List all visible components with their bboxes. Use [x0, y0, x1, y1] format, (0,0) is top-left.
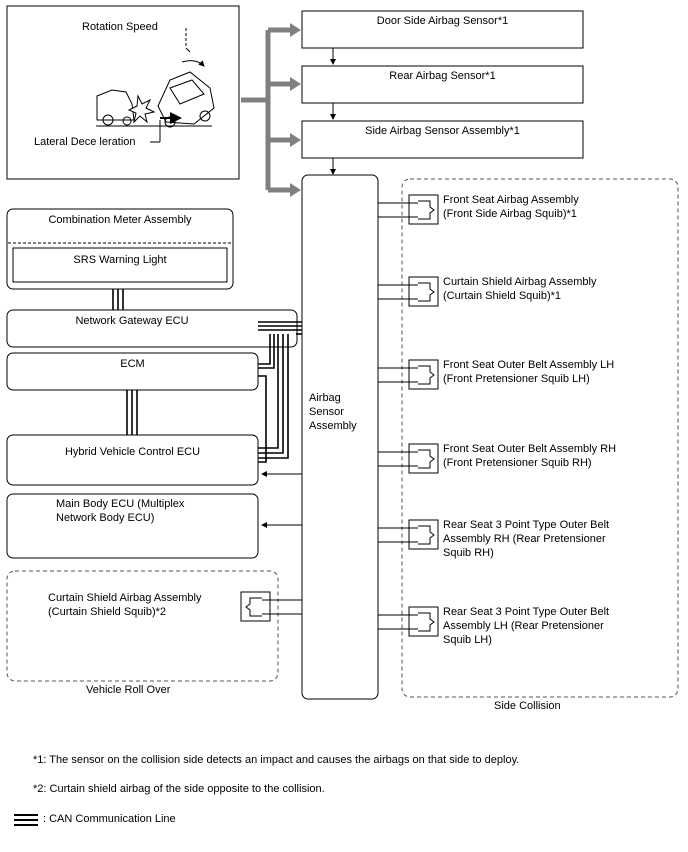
airbag-sensor-label-3: Assembly [309, 420, 357, 432]
squib-connector [378, 276, 439, 307]
side-output-label: Squib LH) [443, 634, 492, 646]
network-gateway-ecu-label: Network Gateway ECU [75, 315, 189, 327]
vehicle-rollover-illustration [96, 60, 215, 128]
srs-warning-light-label: SRS Warning Light [73, 254, 167, 266]
signal-distribution-arrows [241, 27, 292, 193]
side-output-label: Curtain Shield Airbag Assembly [443, 276, 597, 288]
side-output-label: (Front Pretensioner Squib RH) [443, 457, 592, 469]
side-output-label: Squib RH) [443, 547, 494, 559]
side-output-label: Front Seat Outer Belt Assembly RH [443, 443, 617, 455]
can-lines [112, 289, 302, 463]
side-output-label: Front Seat Outer Belt Assembly LH [443, 359, 615, 371]
airbag-sensor-label-2: Sensor [309, 406, 344, 418]
combination-meter-label: Combination Meter Assembly [48, 214, 192, 226]
rear-airbag-sensor-box [301, 65, 584, 104]
side-output-label: Front Seat Airbag Assembly [443, 194, 579, 206]
airbag-sensor-label-1: Airbag [309, 392, 341, 404]
squib-connector [378, 443, 439, 474]
rear-airbag-sensor-label: Rear Airbag Sensor*1 [389, 70, 496, 82]
squib-connector [378, 194, 439, 225]
side-collision-group [401, 178, 679, 698]
vehicle-roll-over-label: Vehicle Roll Over [86, 684, 171, 696]
lateral-deceleration-label: Lateral Dece leration [34, 136, 136, 148]
door-side-airbag-sensor-box [301, 10, 584, 49]
footnote-1: *1: The sensor on the collision side det… [33, 754, 520, 766]
rotation-speed-label: Rotation Speed [82, 21, 158, 33]
roll-over-squib-label-2: (Curtain Shield Squib)*2 [48, 606, 167, 618]
roll-over-squib-symbol [240, 591, 271, 622]
ecm-label: ECM [120, 358, 145, 370]
main-body-ecu-label-1: Main Body ECU (Multiplex [56, 498, 185, 510]
door-side-airbag-sensor-label: Door Side Airbag Sensor*1 [376, 15, 509, 27]
side-collision-label: Side Collision [494, 700, 561, 712]
roll-over-squib-label-1: Curtain Shield Airbag Assembly [48, 592, 202, 604]
can-legend-label: : CAN Communication Line [43, 813, 176, 825]
squib-connector [378, 359, 439, 390]
squib-connector [378, 519, 439, 550]
network-gateway-ecu-box [6, 309, 298, 348]
side-output-label: (Front Pretensioner Squib LH) [443, 373, 590, 385]
side-output-label: (Front Side Airbag Squib)*1 [443, 208, 577, 220]
side-output-label: Rear Seat 3 Point Type Outer Belt [443, 606, 610, 618]
grey-arrowheads [290, 23, 301, 197]
side-output-label: Assembly LH (Rear Pretensioner [443, 620, 604, 632]
side-squib-connectors [378, 194, 439, 637]
hybrid-vehicle-control-ecu-label: Hybrid Vehicle Control ECU [64, 446, 201, 458]
footnote-2: *2: Curtain shield airbag of the side op… [33, 783, 325, 795]
side-airbag-sensor-box [301, 120, 584, 159]
srs-warning-light-box [12, 247, 228, 283]
vehicle-roll-over-group [6, 570, 279, 682]
airbag-sensor-assembly-box [301, 174, 379, 700]
side-output-label: Rear Seat 3 Point Type Outer Belt [443, 519, 610, 531]
side-output-label: Assembly RH (Rear Pretensioner [443, 533, 606, 545]
can-legend-symbol [14, 814, 38, 826]
squib-connector [378, 606, 439, 637]
main-body-ecu-box [6, 493, 259, 559]
main-body-ecu-label-2: Network Body ECU) [56, 512, 155, 524]
side-airbag-sensor-label: Side Airbag Sensor Assembly*1 [365, 125, 520, 137]
hybrid-vehicle-control-ecu-box [6, 434, 259, 486]
side-output-label: (Curtain Shield Squib)*1 [443, 290, 562, 302]
